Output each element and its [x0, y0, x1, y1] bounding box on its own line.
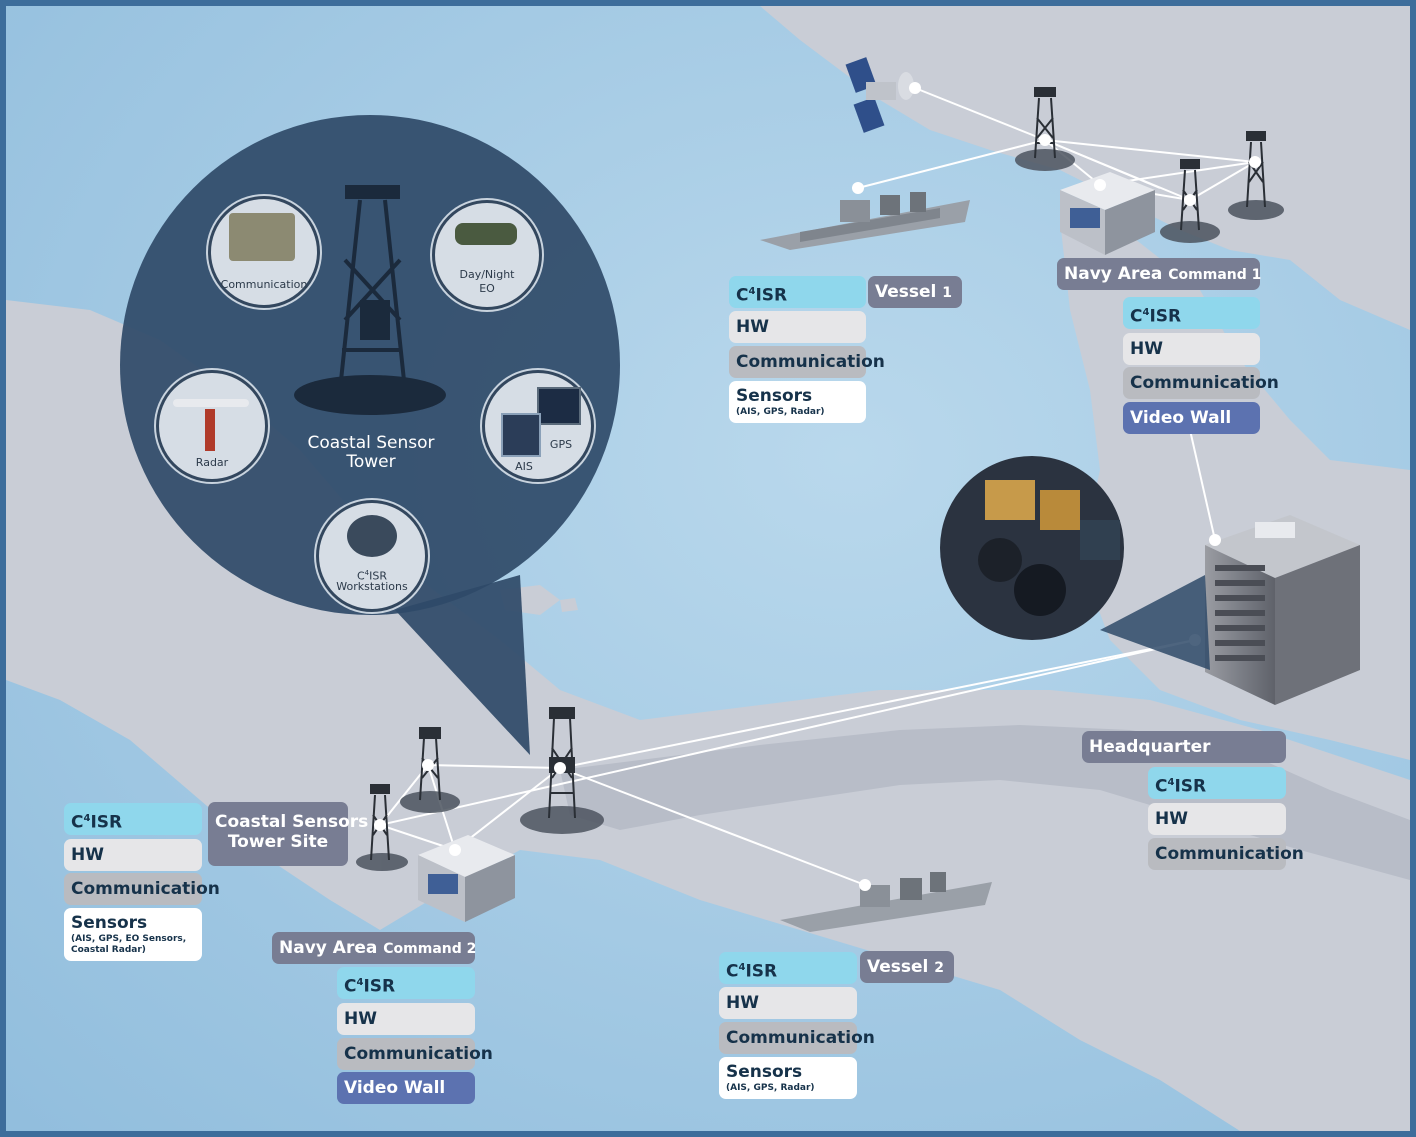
day-night-eo-label-line1: Day/Night: [459, 268, 515, 281]
coastal-site-tag: Coastal Sensors Tower Site: [208, 802, 369, 866]
navy-command-1-building: [1060, 172, 1155, 255]
gps-unit-icon: [537, 387, 581, 425]
navy-command-2-communication: Communication: [337, 1038, 493, 1070]
land-south-strip: [560, 725, 1410, 880]
headquarter-hw: HW: [1148, 803, 1286, 835]
coastal-site-tag-line2: Tower Site: [227, 832, 329, 852]
vessel-1-sensors: Sensors(AIS, GPS, Radar): [729, 381, 866, 423]
gps-ais-circle: GPS AIS: [482, 370, 594, 482]
vessel-2-sensors: Sensors(AIS, GPS, Radar): [719, 1057, 857, 1099]
ais-label: AIS: [515, 460, 533, 473]
radar-post-icon: [205, 409, 215, 451]
navy-command-2-video-wall: Video Wall: [337, 1072, 475, 1104]
day-night-eo-label-line2: EO: [479, 282, 495, 295]
bubble-title-line2: Tower: [346, 452, 396, 472]
vessel-1-communication: Communication: [729, 346, 885, 378]
vessel-1-ship: [760, 192, 970, 250]
coastal-site-sensors: Sensors(AIS, GPS, EO Sensors,Coastal Rad…: [64, 908, 202, 961]
control-room-photo: [940, 456, 1210, 670]
headquarter-c4isr: C4ISR: [1148, 767, 1286, 799]
radar-antenna-icon: [173, 399, 249, 407]
gps-label: GPS: [549, 438, 573, 451]
radar-circle: Radar: [156, 370, 268, 482]
navy-command-2-hw: HW: [337, 1003, 475, 1035]
land-north-east: [760, 6, 1410, 330]
coastal-site-hw: HW: [64, 839, 202, 871]
coastal-sensor-tower-title: Coastal Sensor Tower: [296, 434, 446, 472]
navy-command-2-tag: Navy Area Command 2: [272, 932, 476, 964]
link-nodes: [374, 82, 1261, 891]
navy-command-1-communication: Communication: [1123, 367, 1279, 399]
workstation-photo-icon: [347, 515, 397, 557]
vessel-1-tag: Vessel 1: [868, 276, 962, 308]
communication-equipment-icon: [229, 213, 295, 261]
vessel-2-hw: HW: [719, 987, 857, 1019]
vessel-1-c4isr: C4ISR: [729, 276, 866, 308]
bubble-title-line1: Coastal Sensor: [307, 433, 435, 453]
headquarter-building: [1205, 515, 1360, 705]
vessel-2-ship: [780, 872, 992, 932]
headquarter-communication: Communication: [1148, 838, 1304, 870]
navy-command-1-c4isr: C4ISR: [1123, 297, 1260, 329]
vessel-1-hw: HW: [729, 311, 866, 343]
navy-command-1-hw: HW: [1123, 333, 1260, 365]
communication-circle: Communication: [208, 196, 320, 308]
land-west: [6, 300, 1410, 1131]
navy-command-2-building: [418, 835, 515, 922]
navy-command-1-tag: Navy Area Command 1: [1057, 258, 1261, 290]
c4isr-workstations-label-line2: Workstations: [336, 580, 408, 593]
c4isr-workstations-label-line1: C4ISR: [356, 569, 388, 583]
navy-command-2-c4isr: C4ISR: [337, 967, 475, 999]
eo-camera-icon: [455, 223, 517, 245]
coastal-site-communication: Communication: [64, 873, 220, 905]
island-small-2: [560, 598, 578, 612]
coastal-site-c4isr: C4ISR: [64, 803, 202, 835]
vessel-2-c4isr: C4ISR: [719, 952, 857, 984]
navy-command-1-video-wall: Video Wall: [1123, 402, 1260, 434]
communication-label: Communication: [220, 278, 308, 291]
coastal-site-tag-line1: Coastal Sensors: [215, 812, 369, 832]
vessel-2-tag: Vessel 2: [860, 951, 954, 983]
satellite-icon: [845, 57, 914, 133]
ais-unit-icon: [501, 413, 541, 457]
c4isr-workstations-circle: C4ISR Workstations: [316, 500, 428, 612]
headquarter-tag: Headquarter: [1082, 731, 1286, 763]
vessel-2-communication: Communication: [719, 1022, 875, 1054]
day-night-eo-circle: Day/Night EO: [432, 200, 542, 310]
radar-label: Radar: [195, 456, 229, 469]
